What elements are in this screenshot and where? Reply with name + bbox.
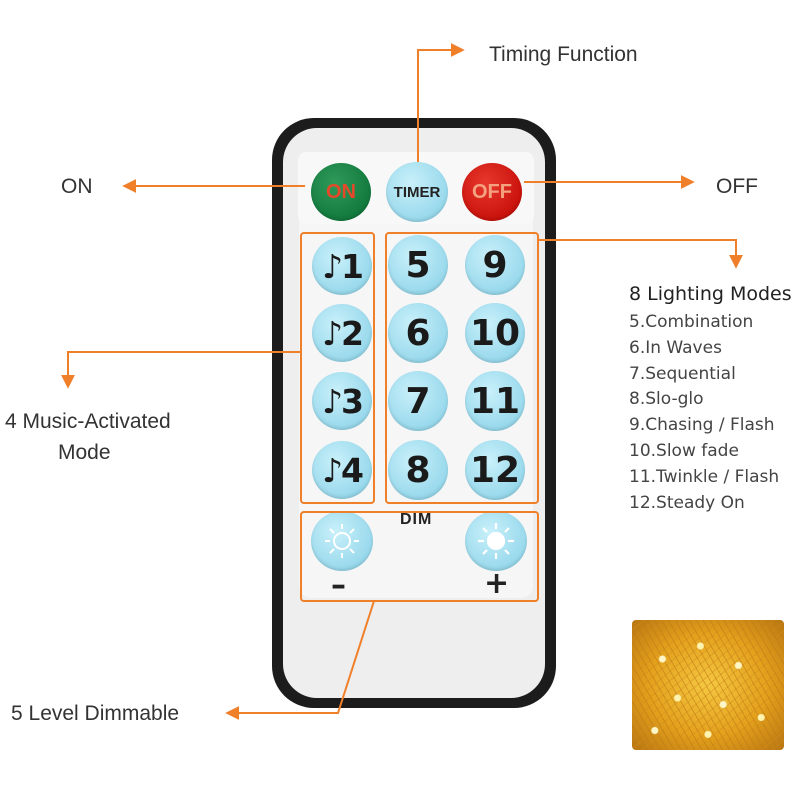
music-button-label: ♪1 (321, 246, 364, 286)
dim-minus-symbol: – (331, 568, 346, 603)
list-item: 6.In Waves (629, 337, 722, 358)
mode-button-11[interactable]: 11 (465, 371, 525, 431)
mode-button-7[interactable]: 7 (388, 371, 448, 431)
mode-button-9[interactable]: 9 (465, 235, 525, 295)
mode-button-label: 11 (469, 380, 521, 422)
list-item: 8.Slo-glo (629, 389, 704, 410)
on-callout: ON (61, 175, 93, 198)
music-button-2[interactable]: ♪2 (312, 304, 372, 362)
mode-button-5[interactable]: 5 (388, 235, 448, 295)
music-arrow (61, 351, 301, 389)
list-item: 10.Slow fade (629, 440, 739, 461)
music-button-label: ♪2 (321, 313, 364, 353)
modes-arrow (538, 239, 743, 269)
mode-button-6[interactable]: 6 (388, 303, 448, 363)
mode-button-label: 10 (469, 312, 521, 354)
sun-bright-icon (478, 523, 514, 559)
dimmable-callout: 5 Level Dimmable (11, 702, 180, 725)
music-group-outline (300, 232, 375, 504)
mode-button-12[interactable]: 12 (465, 440, 525, 500)
music-button-1[interactable]: ♪1 (312, 237, 372, 295)
timing-function-callout: Timing Function (489, 43, 638, 66)
mode-button-label: 7 (405, 380, 431, 422)
off-callout: OFF (716, 175, 758, 198)
list-item: 12.Steady On (629, 492, 745, 513)
dim-down-button[interactable] (311, 511, 373, 571)
mode-button-label: 8 (405, 449, 431, 491)
mode-button-8[interactable]: 8 (388, 440, 448, 500)
lighting-modes-list: 5.Combination 6.In Waves 7.Sequential 8.… (629, 310, 799, 516)
list-item: 11.Twinkle / Flash (629, 466, 780, 487)
dim-plus-symbol: + (484, 566, 510, 601)
on-button[interactable]: ON (311, 163, 371, 221)
dim-label: DIM (400, 511, 433, 528)
timer-button-label: TIMER (393, 183, 441, 201)
music-button-3[interactable]: ♪3 (312, 372, 372, 430)
off-button-label: OFF (472, 180, 512, 203)
on-button-label: ON (326, 180, 356, 203)
mode-button-label: 9 (482, 244, 508, 286)
dim-group-outline (300, 511, 539, 602)
list-item: 5.Combination (629, 312, 754, 332)
fairy-lights-image (632, 620, 784, 750)
mode-button-label: 6 (405, 312, 431, 354)
dimmable-arrow (225, 600, 375, 720)
sun-outline-icon (325, 524, 359, 558)
mode-button-10[interactable]: 10 (465, 303, 525, 363)
off-button[interactable]: OFF (462, 163, 522, 221)
music-mode-callout-line1: 4 Music-Activated (5, 410, 171, 433)
music-button-label: ♪3 (321, 381, 364, 421)
timer-button[interactable]: TIMER (386, 162, 448, 222)
mode-group-outline (385, 232, 539, 504)
lighting-modes-title: 8 Lighting Modes (629, 283, 792, 305)
mode-button-label: 5 (405, 244, 431, 286)
music-button-4[interactable]: ♪4 (312, 441, 372, 499)
mode-button-label: 12 (469, 449, 521, 491)
music-button-label: ♪4 (321, 450, 364, 490)
list-item: 7.Sequential (629, 363, 736, 384)
music-mode-callout-line2: Mode (58, 441, 111, 464)
timing-arrow (417, 43, 465, 162)
lighting-modes-panel: 8 Lighting Modes 5.Combination 6.In Wave… (629, 283, 799, 516)
dim-up-button[interactable] (465, 511, 527, 571)
list-item: 9.Chasing / Flash (629, 415, 775, 436)
